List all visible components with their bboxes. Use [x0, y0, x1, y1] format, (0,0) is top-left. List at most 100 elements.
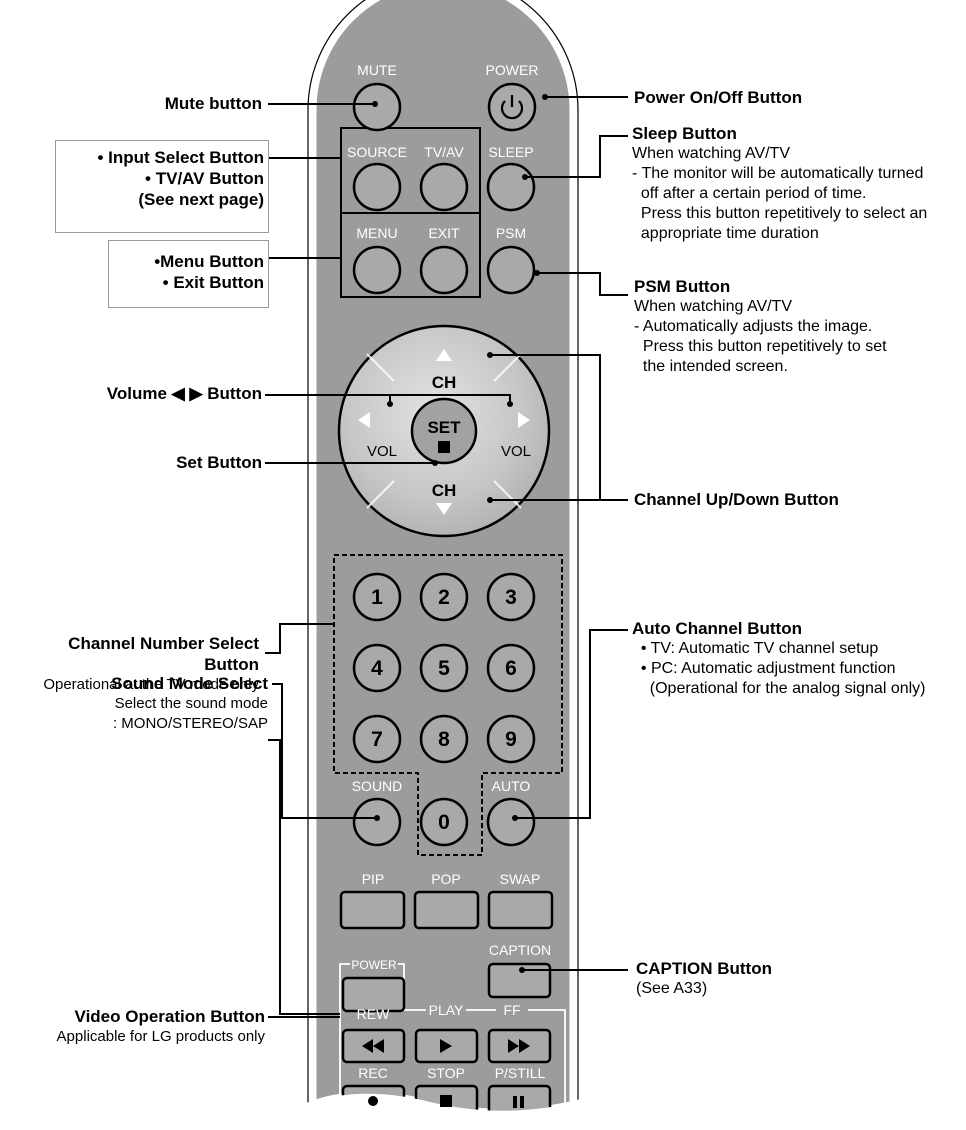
auto-button[interactable] [486, 797, 536, 847]
rew-label: REW [357, 1006, 390, 1022]
menu-exit-line1: •Menu Button [154, 252, 264, 271]
tvav-button[interactable] [419, 162, 469, 212]
mute-annotation: Mute button [90, 93, 262, 114]
volume-annotation-title: Volume ◀ ▶ Button [106, 384, 262, 403]
input-select-line2: • TV/AV Button [145, 169, 264, 188]
ff-label: FF [503, 1002, 520, 1018]
digit-0-label: 0 [438, 811, 450, 834]
fast-forward-icon [508, 1039, 530, 1053]
set-annotation: Set Button [90, 452, 262, 473]
sound-button[interactable] [352, 797, 402, 847]
caption-button[interactable] [487, 962, 552, 999]
input-select-line1: • Input Select Button [97, 148, 265, 167]
sleep-annotation-desc: When watching AV/TV - The monitor will b… [632, 145, 928, 242]
vcr-power-button[interactable] [341, 976, 406, 1013]
exit-label: EXIT [428, 225, 460, 241]
caption-label: CAPTION [489, 942, 551, 958]
power-label: POWER [486, 62, 539, 78]
power-annotation-title: Power On/Off Button [634, 88, 803, 107]
caption-annotation-title: CAPTION Button [636, 959, 772, 978]
digit-9-button[interactable] [486, 714, 536, 764]
sound-mode-annotation: Sound Mode Select Select the sound mode … [40, 673, 268, 734]
pop-label: POP [431, 871, 461, 887]
caption-annotation: CAPTION Button (See A33) [636, 958, 936, 999]
rec-label: REC [358, 1065, 388, 1081]
digit-3-button[interactable] [486, 572, 536, 622]
caption-annotation-desc: (See A33) [636, 980, 708, 997]
vol-right-arrow-icon [518, 412, 530, 428]
stop-label: STOP [427, 1065, 465, 1081]
psm-annotation-desc: When watching AV/TV - Automatically adju… [634, 298, 887, 375]
digit-0-button[interactable] [419, 797, 469, 847]
digit-9-label: 9 [505, 728, 517, 751]
set-square-icon [438, 441, 450, 453]
channel-number-annotation: Channel Number Select Button Operational… [2, 633, 259, 695]
sound-mode-desc: Select the sound mode : MONO/STEREO/SAP [112, 695, 268, 732]
swap-button[interactable] [487, 890, 554, 930]
channel-updown-annotation: Channel Up/Down Button [634, 489, 954, 510]
exit-button[interactable] [419, 245, 469, 295]
digit-2-button[interactable] [419, 572, 469, 622]
swap-label: SWAP [500, 871, 541, 887]
digit-4-button[interactable] [352, 643, 402, 693]
pop-button[interactable] [413, 890, 480, 930]
play-label: PLAY [429, 1002, 464, 1018]
mute-annotation-title: Mute button [164, 94, 262, 113]
menu-exit-box [108, 240, 269, 308]
digit-6-button[interactable] [486, 643, 536, 693]
input-select-box [55, 140, 269, 233]
vol-left-arrow-icon [358, 412, 370, 428]
pstill-label: P/STILL [495, 1065, 546, 1081]
ch-down-label: CH [432, 481, 457, 500]
pip-button[interactable] [339, 890, 406, 930]
digit-3-label: 3 [505, 586, 517, 609]
sound-label: SOUND [352, 778, 403, 794]
channel-number-title: Channel Number Select Button [68, 634, 259, 674]
digit-1-button[interactable] [352, 572, 402, 622]
record-icon [368, 1096, 378, 1106]
volume-annotation: Volume ◀ ▶ Button [40, 383, 262, 404]
menu-label: MENU [356, 225, 397, 241]
psm-annotation-title: PSM Button [634, 277, 731, 296]
digit-4-label: 4 [371, 657, 383, 680]
set-button[interactable] [410, 397, 478, 465]
digit-1-label: 1 [371, 586, 383, 609]
pause-icon [513, 1096, 524, 1108]
auto-label: AUTO [492, 778, 531, 794]
input-select-annotation: • Input Select Button • TV/AV Button (Se… [58, 147, 265, 210]
digit-group-box [333, 554, 563, 856]
vcr-power-label: POWER [351, 958, 397, 972]
sleep-annotation-title: Sleep Button [632, 124, 737, 143]
ch-down-arrow-icon [436, 503, 452, 515]
mute-button[interactable] [352, 82, 402, 132]
video-operation-title: Video Operation Button [74, 1007, 265, 1026]
sound-mode-title: Sound Mode Select [111, 674, 268, 693]
ch-up-label: CH [432, 373, 457, 392]
video-operation-annotation: Video Operation Button Applicable for LG… [2, 1006, 265, 1047]
menu-button[interactable] [352, 245, 402, 295]
psm-annotation: PSM Button When watching AV/TV - Automat… [634, 276, 954, 377]
sleep-label: SLEEP [488, 144, 533, 160]
digit-2-label: 2 [438, 586, 450, 609]
rewind-icon [362, 1039, 384, 1053]
sleep-button[interactable] [486, 162, 536, 212]
vol-left-label: VOL [367, 443, 397, 460]
menu-exit-line2: • Exit Button [162, 273, 264, 292]
video-operation-desc: Applicable for LG products only [56, 1028, 265, 1045]
channel-number-desc: Operational at the TV mode only [43, 676, 259, 693]
input-group-box [340, 127, 481, 298]
pip-label: PIP [362, 871, 385, 887]
psm-button[interactable] [486, 245, 536, 295]
source-button[interactable] [352, 162, 402, 212]
auto-channel-annotation: Auto Channel Button • TV: Automatic TV c… [632, 618, 964, 699]
digit-8-button[interactable] [419, 714, 469, 764]
input-select-line3: (See next page) [138, 190, 264, 209]
digit-7-button[interactable] [352, 714, 402, 764]
tvav-label: TV/AV [424, 144, 464, 160]
digit-7-label: 7 [371, 728, 383, 751]
mute-label: MUTE [357, 62, 397, 78]
digit-8-label: 8 [438, 728, 450, 751]
source-label: SOURCE [347, 144, 407, 160]
ch-up-arrow-icon [436, 349, 452, 361]
digit-5-button[interactable] [419, 643, 469, 693]
